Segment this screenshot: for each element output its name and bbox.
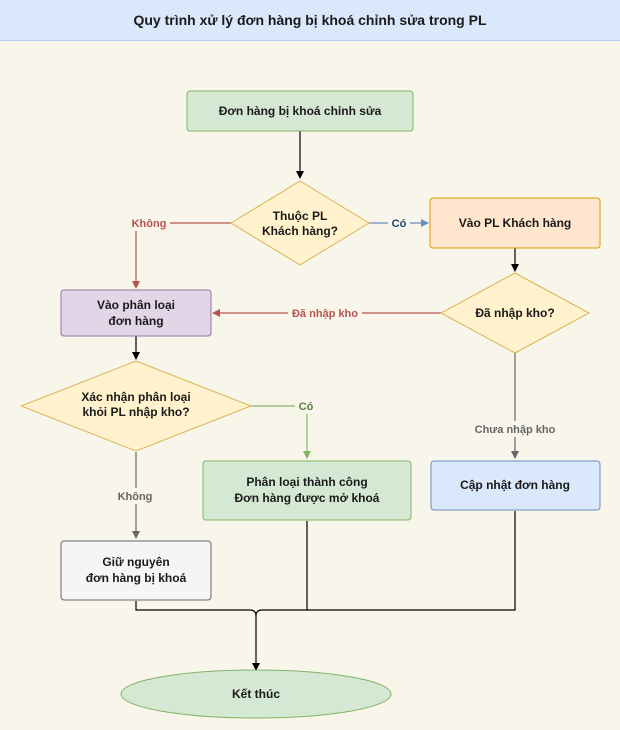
node-imported: Đã nhập kho?	[439, 272, 591, 354]
diagram-title: Quy trình xử lý đơn hàng bị khoá chỉnh s…	[0, 0, 620, 41]
node-confirm-line2: khỏi PL nhập kho?	[82, 405, 189, 419]
node-classify-line2: đơn hàng	[108, 314, 163, 328]
node-confirm: Xác nhận phân loại khỏi PL nhập kho?	[19, 360, 253, 452]
node-start-label: Đơn hàng bị khoá chỉnh sửa	[219, 104, 382, 118]
edge-label-yes-confirm: Có	[299, 401, 314, 413]
node-end: Kết thúc	[120, 669, 392, 719]
edge-labels: Không Có Đã nhập kho Chưa nhập kho Có Kh…	[114, 215, 560, 504]
edge-label-imported-yes: Đã nhập kho	[292, 308, 358, 320]
node-success: Phân loại thành công Đơn hàng được mở kh…	[202, 460, 412, 521]
node-success-line1: Phân loại thành công	[246, 475, 367, 489]
node-imported-label: Đã nhập kho?	[475, 306, 554, 320]
node-success-line2: Đơn hàng được mở khoá	[235, 491, 380, 505]
edge-check-no	[132, 222, 231, 289]
node-go-pl-label: Vào PL Khách hàng	[459, 216, 571, 230]
node-go-pl: Vào PL Khách hàng	[429, 197, 601, 249]
node-classify: Vào phân loại đơn hàng	[60, 289, 212, 337]
edge-label-no-pl: Không	[132, 218, 167, 230]
edge-label-not-imported: Chưa nhập kho	[475, 424, 556, 436]
node-keep: Giữ nguyên đơn hàng bị khoá	[60, 540, 212, 601]
node-check-pl-line2: Khách hàng?	[262, 224, 338, 238]
node-check-pl: Thuộc PL Khách hàng?	[230, 180, 370, 266]
node-keep-line2: đơn hàng bị khoá	[86, 571, 187, 585]
node-check-pl-line1: Thuộc PL	[273, 209, 328, 223]
node-keep-line1: Giữ nguyên	[102, 555, 169, 569]
node-end-label: Kết thúc	[232, 687, 280, 701]
edge-label-yes-pl: Có	[392, 218, 407, 230]
node-start: Đơn hàng bị khoá chỉnh sửa	[186, 90, 414, 132]
node-confirm-line1: Xác nhận phân loại	[81, 390, 190, 404]
node-update: Cập nhật đơn hàng	[430, 460, 601, 511]
node-classify-line1: Vào phân loại	[97, 298, 175, 312]
node-update-label: Cập nhật đơn hàng	[460, 478, 570, 492]
edge-label-no-confirm: Không	[118, 491, 153, 503]
